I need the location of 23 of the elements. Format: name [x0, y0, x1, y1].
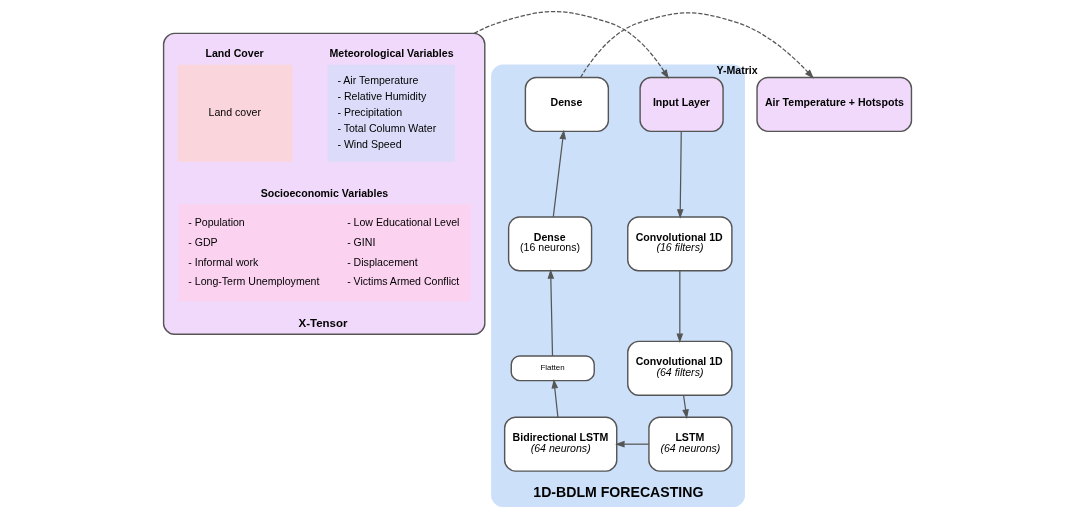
node-box: LSTM (64 neurons) [647, 416, 733, 472]
node-box: Flatten [510, 355, 595, 382]
node-box: Convolutional 1D (16 filters) [626, 216, 733, 272]
node-box: Convolutional 1D (64 filters) [626, 340, 733, 396]
node-box: Air Temperature + Hotspots [755, 76, 912, 133]
node-box: Land cover [177, 64, 292, 162]
arrow [681, 394, 689, 419]
arrow [676, 130, 684, 219]
node-label: Land Cover [205, 47, 264, 60]
arrow [550, 378, 558, 418]
node-box: Bidirectional LSTM (64 neurons) [503, 416, 617, 472]
node-box: Dense [524, 76, 609, 133]
arrow [552, 129, 566, 218]
arrow [473, 10, 669, 80]
node-label: Socioeconomic Variables [260, 186, 388, 199]
node-box: Dense (16 neurons) [507, 216, 592, 272]
node-box: Input Layer [638, 76, 724, 133]
arrow [547, 269, 554, 357]
arrow [579, 12, 814, 79]
node-label: Y-Matrix [715, 63, 758, 76]
arrow [675, 270, 683, 343]
arrow [614, 440, 649, 448]
node-label: Meteorological Variables [328, 47, 454, 60]
